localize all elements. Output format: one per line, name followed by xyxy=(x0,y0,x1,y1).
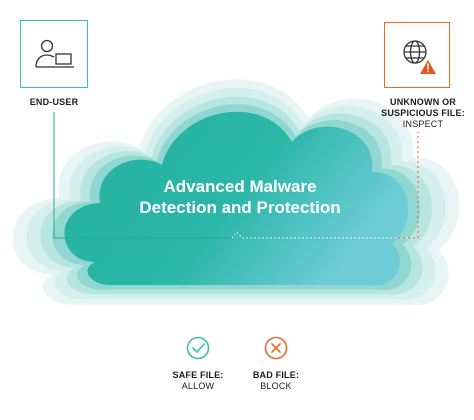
suspicious-file-label: UNKNOWN OR SUSPICIOUS FILE: INSPECT xyxy=(373,97,473,130)
end-user-label: END-USER xyxy=(29,97,79,107)
cloud-title-line2: Detection and Protection xyxy=(139,198,341,217)
globe-warning-icon xyxy=(402,39,436,74)
cloud-title: Advanced Malware Detection and Protectio… xyxy=(110,176,370,218)
suspicious-connector xyxy=(398,132,419,239)
x-circle-icon xyxy=(264,336,288,360)
end-user-box xyxy=(20,20,88,88)
bad-label: BAD FILE: xyxy=(252,370,300,380)
connector-lines xyxy=(53,112,419,239)
end-user-connector xyxy=(53,112,232,239)
safe-file-label: SAFE FILE: ALLOW xyxy=(172,370,224,392)
suspicious-action: INSPECT xyxy=(402,119,444,129)
check-circle-icon xyxy=(186,336,210,360)
bad-action: BLOCK xyxy=(260,381,292,391)
bad-file-label: BAD FILE: BLOCK xyxy=(250,370,302,392)
suspicious-label-line2: SUSPICIOUS FILE: xyxy=(381,108,465,118)
cloud-title-line1: Advanced Malware xyxy=(163,177,317,196)
safe-action: ALLOW xyxy=(181,381,215,391)
user-laptop-icon xyxy=(34,39,74,68)
suspicious-label-line1: UNKNOWN OR xyxy=(390,97,456,107)
safe-label: SAFE FILE: xyxy=(172,370,224,380)
suspicious-file-box xyxy=(384,22,450,88)
